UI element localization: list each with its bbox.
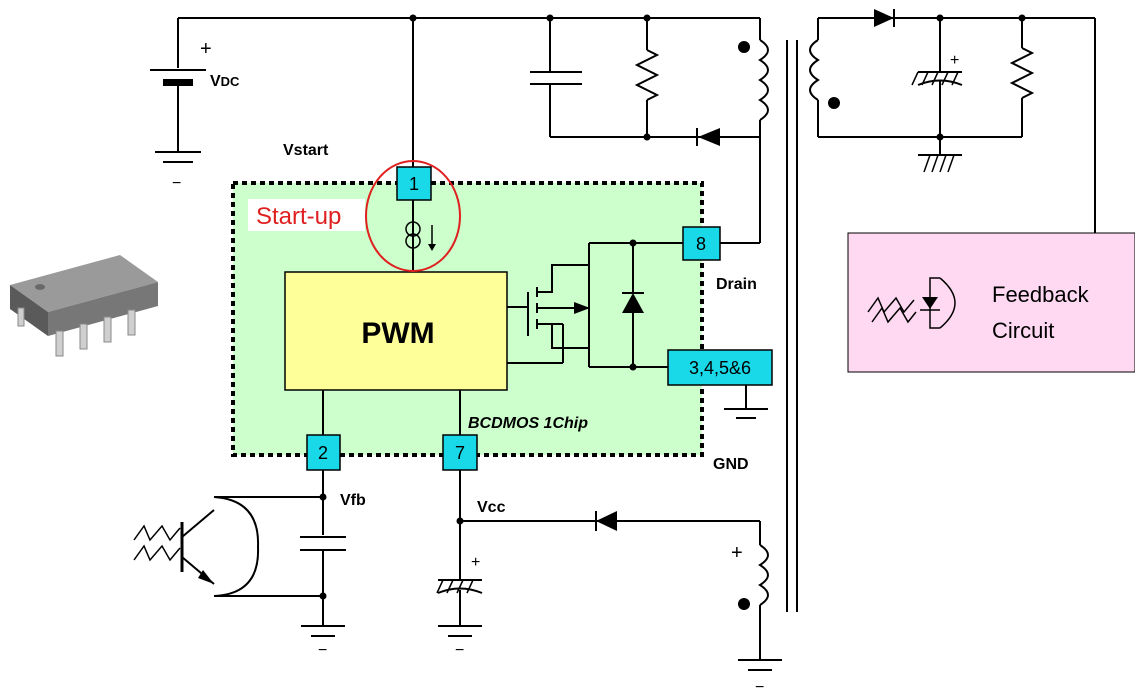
- vdc-label: VDC: [210, 73, 240, 90]
- aux-winding-plus: +: [731, 542, 743, 564]
- snubber-network: [530, 18, 760, 146]
- feedback-box: [847, 232, 1135, 373]
- svg-text:7: 7: [455, 443, 465, 463]
- feedback-label-line2: Circuit: [992, 318, 1054, 343]
- vdc-plus: +: [200, 38, 212, 60]
- chip-label: BCDMOS 1Chip: [468, 415, 588, 432]
- primary-winding: [738, 39, 769, 243]
- svg-text:3,4,5&6: 3,4,5&6: [689, 358, 751, 378]
- top-rail: [178, 14, 761, 40]
- vcc-network: [436, 390, 782, 671]
- drain-label: Drain: [716, 276, 757, 293]
- vfb-gnd-minus: −: [318, 642, 327, 659]
- feedback-label-line1: Feedback: [992, 282, 1090, 307]
- pin-2: 2: [306, 434, 341, 471]
- vdc-battery: [150, 18, 206, 163]
- gnd-label: GND: [713, 456, 749, 473]
- ground-symbol: [724, 385, 768, 419]
- startup-label: Start-up: [256, 203, 341, 230]
- secondary-output: [809, 9, 1096, 233]
- pin-8: 8: [682, 226, 721, 261]
- vfb-label: Vfb: [340, 492, 366, 509]
- svg-text:8: 8: [696, 234, 706, 254]
- startup-path: [365, 18, 461, 272]
- optocoupler-led-icon: [867, 277, 956, 329]
- pin-7: 7: [442, 434, 478, 471]
- svg-text:1: 1: [409, 174, 419, 194]
- svg-text:2: 2: [318, 443, 328, 463]
- pin-1: 1: [396, 166, 432, 201]
- transformer-core: [786, 40, 798, 612]
- vcc-gnd-minus: −: [455, 642, 464, 659]
- vfb-network: [213, 390, 346, 637]
- pwm-label: PWM: [361, 317, 434, 350]
- ic-package-icon: [10, 255, 158, 357]
- secondary-cap-plus: +: [950, 52, 959, 69]
- pin-3-4-5-6: 3,4,5&6: [667, 349, 773, 386]
- pwm-block: [284, 271, 508, 391]
- startup-label-bg: [248, 199, 365, 231]
- vstart-label: Vstart: [283, 142, 329, 159]
- power-mosfet: [507, 239, 760, 371]
- aux-gnd-minus: −: [755, 679, 764, 696]
- phototransistor-icon: [133, 509, 215, 585]
- vcc-label: Vcc: [477, 499, 506, 516]
- vdc-minus: −: [172, 175, 181, 192]
- vcc-cap-plus: +: [471, 554, 480, 571]
